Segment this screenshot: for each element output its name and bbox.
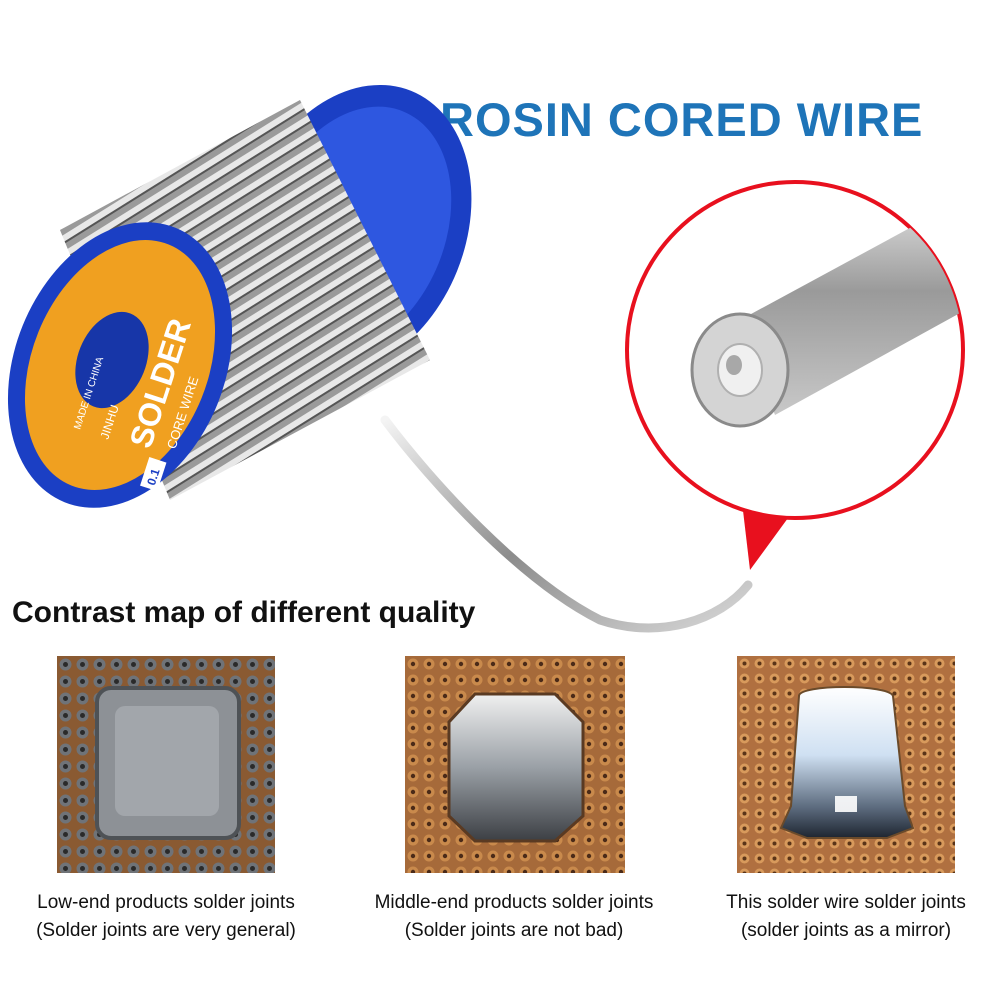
low-end-joint-photo <box>57 656 275 873</box>
caption-mirror: This solder wire solder joints (solder j… <box>696 889 996 945</box>
caption-low-end-note: (Solder joints are very general) <box>36 920 296 941</box>
caption-middle-end-title: Middle-end products solder joints <box>374 892 654 913</box>
caption-mirror-note: (solder joints as a mirror) <box>740 920 952 941</box>
callout-pointer <box>742 502 788 570</box>
spool-spec-badge: 0.1 <box>144 467 163 488</box>
mirror-joint-photo <box>737 656 955 873</box>
caption-mirror-title: This solder wire solder joints <box>726 892 966 913</box>
wire-cross-section-callout <box>625 180 965 570</box>
caption-low-end: Low-end products solder joints (Solder j… <box>6 889 326 945</box>
caption-low-end-title: Low-end products solder joints <box>37 892 295 913</box>
caption-middle-end-note: (Solder joints are not bad) <box>404 920 624 941</box>
contrast-heading: Contrast map of different quality <box>12 596 476 629</box>
middle-end-joint-photo <box>405 656 625 873</box>
headline: ROSIN CORED WIRE <box>440 93 924 146</box>
caption-middle-end: Middle-end products solder joints (Solde… <box>344 889 684 945</box>
solder-spool-image: SOLDER CORE WIRE JINHU MADE IN CHINA 0.1 <box>7 84 753 633</box>
